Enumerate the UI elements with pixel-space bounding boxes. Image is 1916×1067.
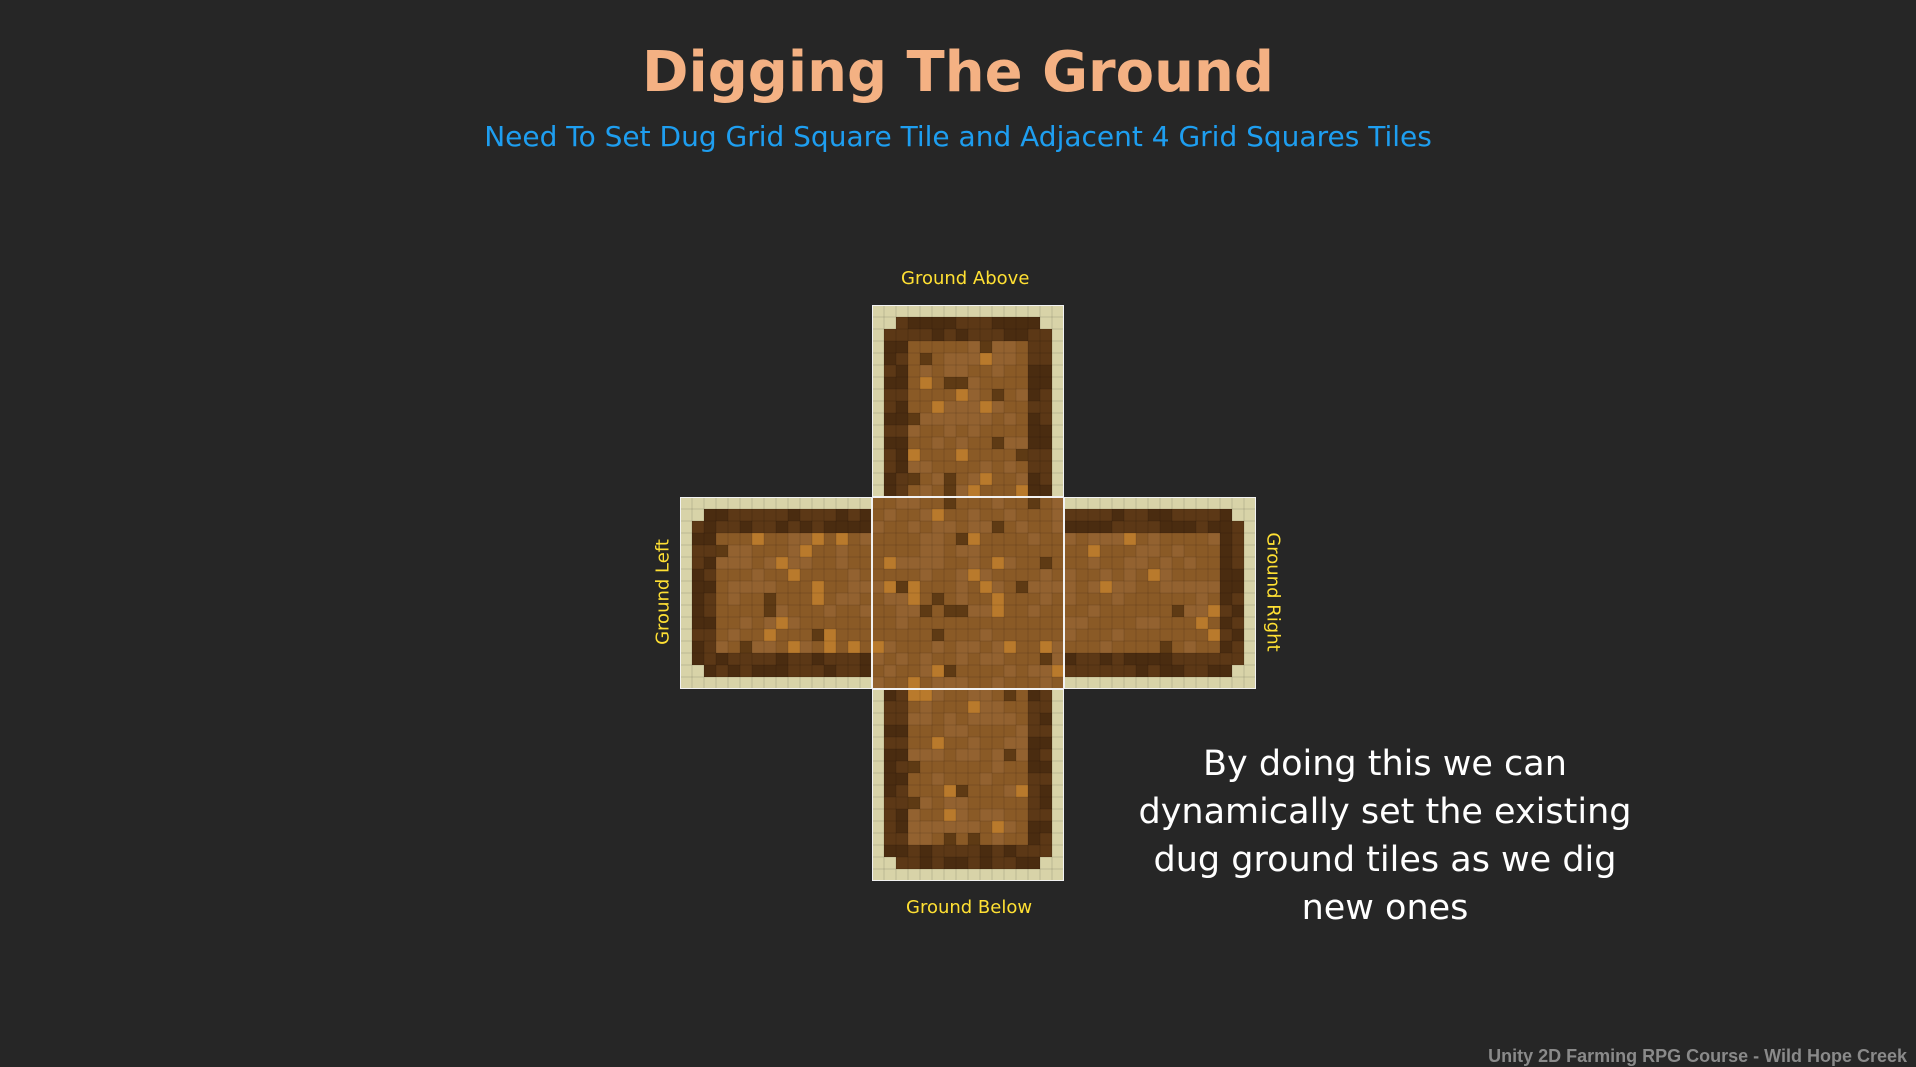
tile-center bbox=[872, 497, 1064, 689]
tile-left bbox=[680, 497, 872, 689]
label-ground-left: Ground Left bbox=[652, 539, 674, 645]
tile-below bbox=[872, 689, 1064, 881]
label-ground-below: Ground Below bbox=[906, 897, 1033, 918]
tile-above bbox=[872, 305, 1064, 497]
tile-right bbox=[1064, 497, 1256, 689]
body-text: By doing this we can dynamically set the… bbox=[1138, 744, 1632, 928]
label-ground-right: Ground Right bbox=[1262, 532, 1284, 652]
footer-course-title: Unity 2D Farming RPG Course - Wild Hope … bbox=[1488, 1046, 1907, 1066]
label-ground-above: Ground Above bbox=[901, 268, 1030, 289]
slide-title: Digging The Ground bbox=[642, 40, 1274, 105]
slide-subtitle: Need To Set Dug Grid Square Tile and Adj… bbox=[484, 120, 1432, 153]
